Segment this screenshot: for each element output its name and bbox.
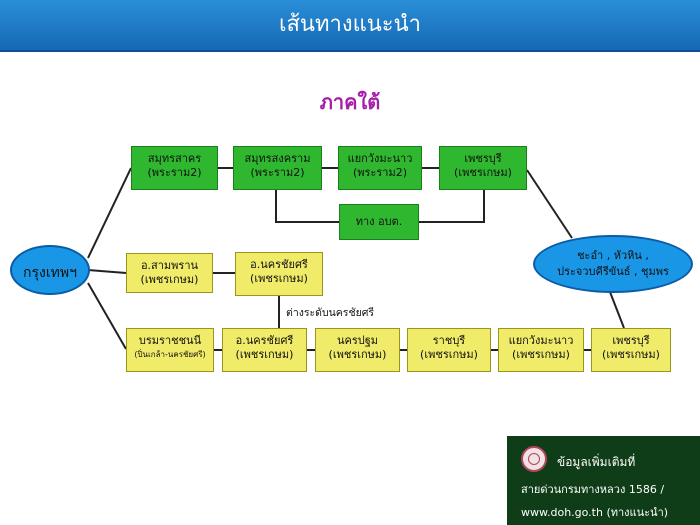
- line-bot-destinations: [609, 291, 625, 329]
- node-label-line2: (พระราม2): [353, 166, 407, 179]
- node-label-line1: สมุทรสงคราม: [244, 152, 311, 165]
- node-yaek-wang-manao-top: แยกวังมะนาว (พระราม2): [338, 146, 422, 190]
- info-website[interactable]: www.doh.go.th (ทางแนะนำ): [521, 506, 669, 519]
- node-label-line2: (เพชรเกษม): [140, 273, 199, 286]
- page-title: เส้นทางแนะนำ: [278, 12, 421, 37]
- node-label-line2: (เพชรเกษม): [250, 272, 308, 285]
- region-title: ภาคใต้: [319, 90, 381, 114]
- node-phetchaburi-top: เพชรบุรี (เพชรเกษม): [439, 146, 527, 190]
- node-phetchaburi-bottom: เพชรบุรี (เพชรเกษม): [591, 328, 671, 372]
- node-label-line2: (เพชรเกษม): [454, 166, 512, 179]
- node-route-obt: ทาง อบต.: [339, 204, 419, 240]
- node-yaek-wang-manao-bottom: แยกวังมะนาว (เพชรเกษม): [498, 328, 584, 372]
- line-bangkok-samphran: [87, 269, 127, 274]
- node-boromratchachonnani: บรมราชชนนี (ปิ่นเกล้า-นครชัยศรี): [126, 328, 214, 372]
- node-label-line2: (เพชรเกษม): [420, 348, 478, 361]
- line-top-destinations: [526, 169, 573, 239]
- node-label-line1: อ.สามพราน: [140, 259, 199, 272]
- seal-inner-ring: [528, 453, 540, 465]
- info-box: ข้อมูลเพิ่มเติมที่ สายด่วนกรมทางหลวง 158…: [507, 436, 700, 525]
- node-samut-songkhram: สมุทรสงคราม (พระราม2): [233, 146, 322, 190]
- info-title: ข้อมูลเพิ่มเติมที่: [557, 455, 636, 469]
- header-banner: เส้นทางแนะนำ: [0, 0, 700, 52]
- destinations-line2: ประจวบคีรีขันธ์ , ชุมพร: [557, 265, 669, 278]
- node-label-line1: อ.นครชัยศรี: [250, 258, 308, 271]
- node-bangkok-label: กรุงเทพฯ: [23, 265, 77, 281]
- line-bypass-right: [419, 190, 485, 223]
- department-of-highways-seal-icon: [521, 446, 547, 472]
- node-label-line1: สมุทรสาคร: [147, 152, 202, 165]
- node-label-line1: แยกวังมะนาว: [508, 334, 574, 347]
- node-ratchaburi: ราชบุรี (เพชรเกษม): [407, 328, 491, 372]
- node-label-line2: (เพชรเกษม): [602, 348, 660, 361]
- node-label-line2: (ปิ่นเกล้า-นครชัยศรี): [134, 350, 206, 359]
- node-nakhon-pathom: นครปฐม (เพชรเกษม): [315, 328, 400, 372]
- node-label-line1: อ.นครชัยศรี: [235, 334, 294, 347]
- node-label-line1: เพชรบุรี: [612, 334, 650, 347]
- node-sam-phran: อ.สามพราน (เพชรเกษม): [126, 253, 213, 293]
- destinations-line1: ชะอำ , หัวหิน ,: [577, 249, 649, 262]
- node-label-line1: นครปฐม: [336, 334, 379, 347]
- node-label-line1: ทาง อบต.: [355, 215, 403, 228]
- line-bangkok-boromratchachonnani: [87, 282, 127, 350]
- node-label-line2: (เพชรเกษม): [235, 348, 294, 361]
- node-label-line2: (พระราม2): [147, 166, 202, 179]
- node-label-line1: เพชรบุรี: [464, 152, 502, 165]
- node-samut-sakhon: สมุทรสาคร (พระราม2): [131, 146, 218, 190]
- node-bangkok: กรุงเทพฯ: [10, 245, 90, 295]
- node-label-line1: แยกวังมะนาว: [347, 152, 413, 165]
- node-label-line2: (พระราม2): [250, 166, 305, 179]
- node-label-line2: (เพชรเกษม): [512, 348, 570, 361]
- node-nakhon-chai-si-bottom: อ.นครชัยศรี (เพชรเกษม): [222, 328, 307, 372]
- node-label-line2: (เพชรเกษม): [328, 348, 387, 361]
- node-label-line1: ราชบุรี: [432, 334, 466, 347]
- node-nakhon-chai-si-mid: อ.นครชัยศรี (เพชรเกษม): [235, 252, 323, 296]
- node-destinations: ชะอำ , หัวหิน , ประจวบคีรีขันธ์ , ชุมพร: [533, 235, 693, 293]
- info-hotline: สายด่วนกรมทางหลวง 1586 /: [521, 483, 665, 496]
- node-label-line1: บรมราชชนนี: [138, 334, 202, 347]
- line-bangkok-samutsakhon: [87, 167, 132, 259]
- interchange-note: ต่างระดับนครชัยศรี: [286, 307, 375, 319]
- line-bypass-left: [275, 190, 339, 223]
